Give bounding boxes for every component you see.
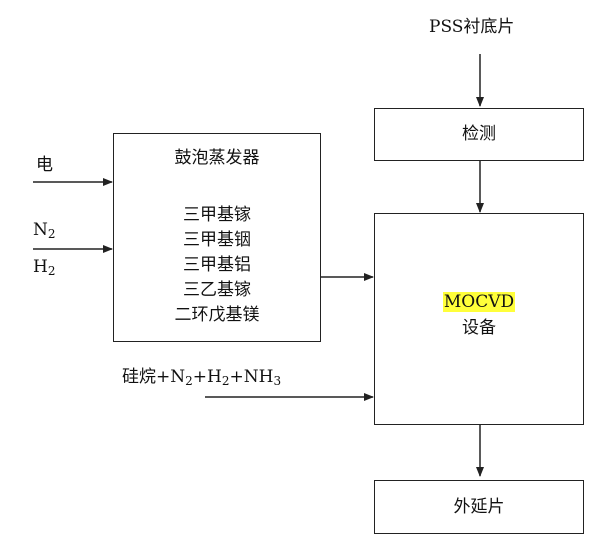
mocvd-label: 设备: [462, 318, 496, 338]
epitaxial-wafer-box: 外延片: [374, 480, 584, 534]
detection-label: 检测: [462, 124, 496, 144]
mocvd-equipment-box: MOCVD 设备: [374, 213, 584, 425]
h2-label: H2: [33, 257, 56, 278]
precursor-item: 三乙基镓: [183, 280, 251, 300]
precursor-item: 三甲基铝: [183, 255, 251, 275]
mocvd-name: MOCVD: [375, 292, 583, 312]
mocvd-highlight: MOCVD: [442, 292, 516, 312]
bubbler-evaporator-box: 鼓泡蒸发器 三甲基镓 三甲基铟 三甲基铝 三乙基镓 二环戊基镁: [113, 133, 321, 342]
precursor-item: 三甲基镓: [183, 205, 251, 225]
electricity-label: 电: [36, 155, 53, 175]
bubbler-title: 鼓泡蒸发器: [174, 148, 260, 168]
precursor-item: 二环戊基镁: [174, 305, 260, 325]
n2-label: N2: [33, 220, 56, 241]
output-label: 外延片: [453, 497, 505, 517]
detection-box: 检测: [374, 108, 584, 161]
silane-mixture-label: 硅烷+N2+H2+NH3: [122, 367, 282, 388]
pss-substrate-label: PSS衬底片: [429, 17, 515, 37]
precursor-item: 三甲基铟: [183, 230, 251, 250]
